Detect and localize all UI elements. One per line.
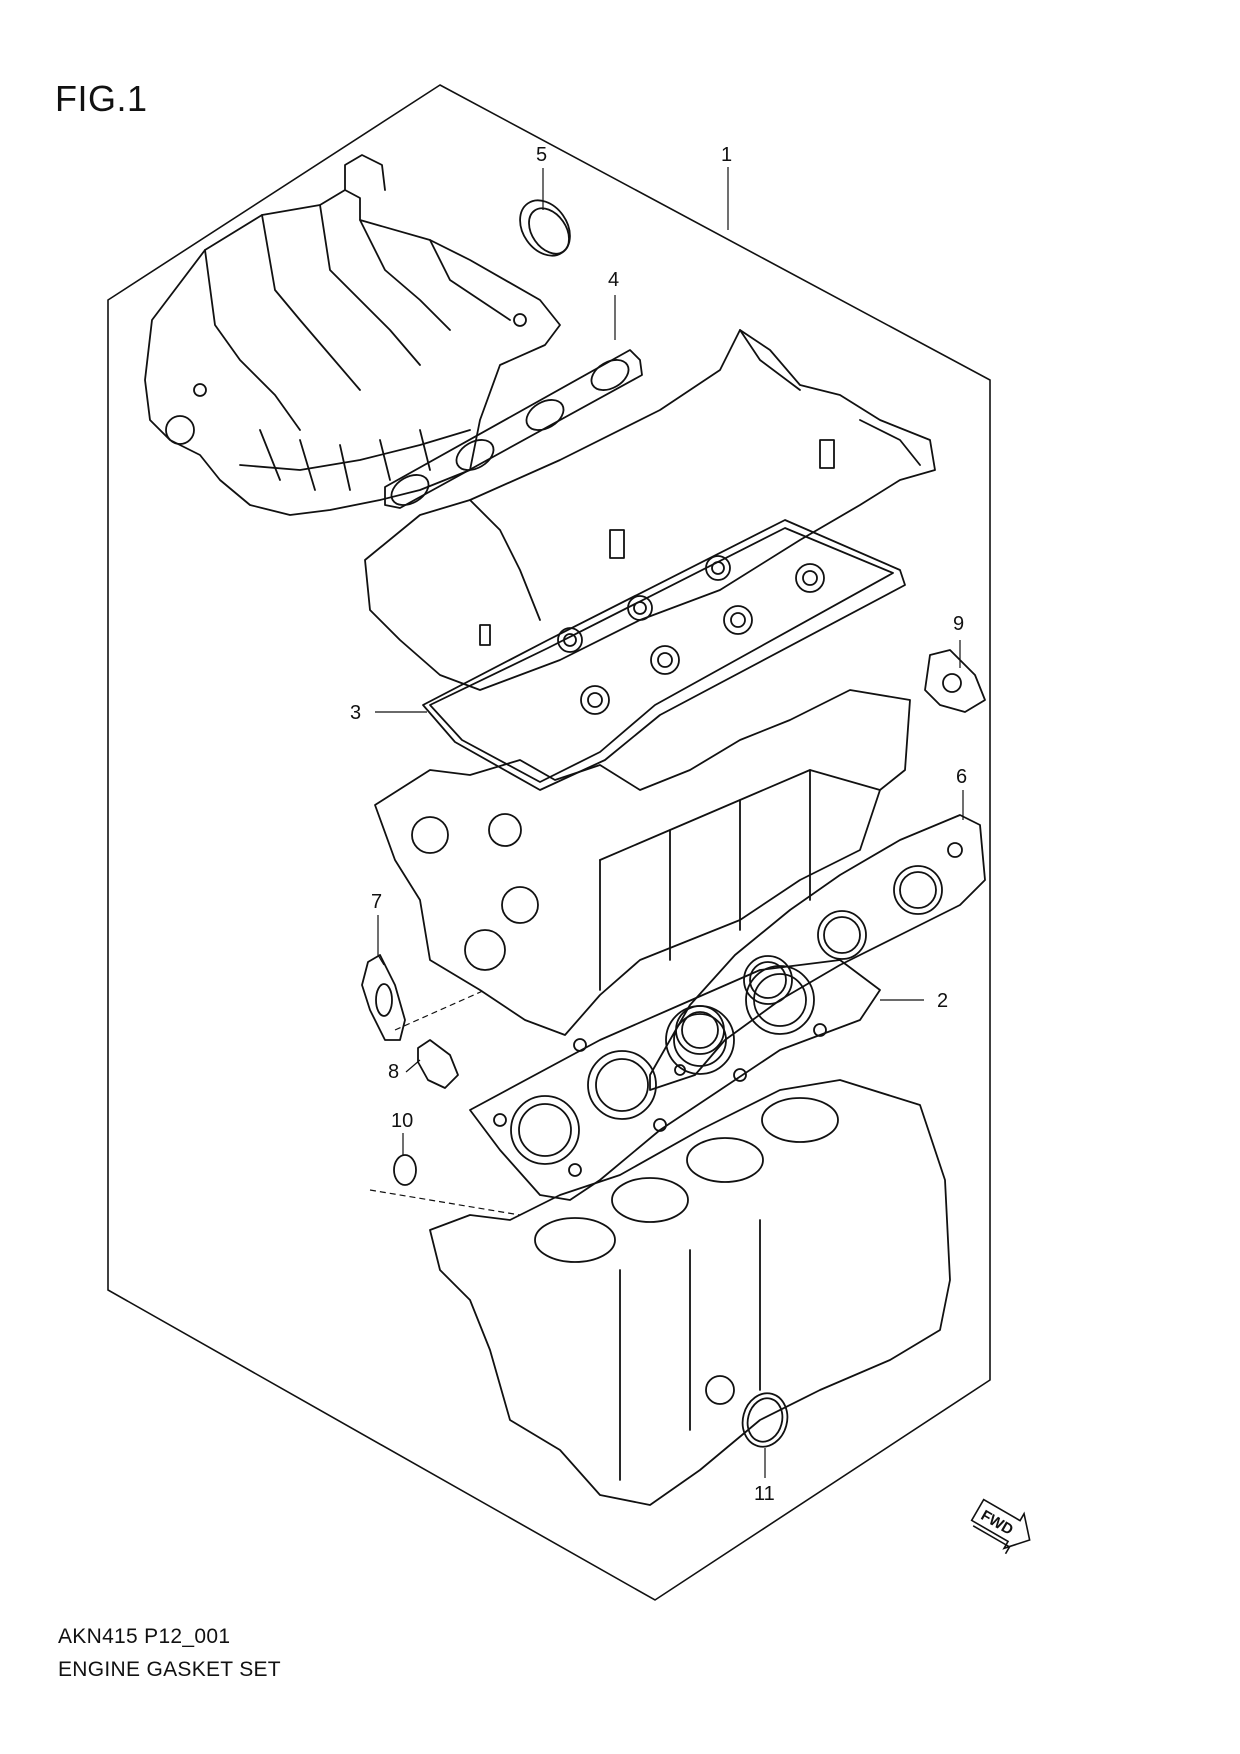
callout-6: 6 bbox=[956, 766, 967, 788]
callout-5: 5 bbox=[536, 144, 547, 166]
part-6-exhaust-gasket bbox=[649, 814, 986, 1091]
callout-2: 2 bbox=[937, 990, 948, 1012]
callout-7: 7 bbox=[371, 891, 382, 913]
diagram-caption: ENGINE GASKET SET bbox=[58, 1658, 281, 1681]
part-3-head-cover-gasket bbox=[422, 519, 906, 791]
intake-manifold-drawing bbox=[144, 154, 561, 516]
part-5-throttle-gasket-ring bbox=[519, 199, 571, 257]
callout-9: 9 bbox=[953, 613, 964, 635]
callout-1: 1 bbox=[721, 144, 732, 166]
callout-3: 3 bbox=[350, 702, 361, 724]
figure-title: FIG.1 bbox=[55, 78, 148, 119]
part-8-small-gasket bbox=[417, 1039, 459, 1089]
part-10-o-ring bbox=[393, 1154, 417, 1186]
part-7-water-outlet-gasket bbox=[361, 954, 406, 1041]
cylinder-block-drawing bbox=[429, 1079, 951, 1506]
part-11-oil-seal-ring bbox=[741, 1392, 789, 1448]
callout-4: 4 bbox=[608, 269, 619, 291]
drawing-code: AKN415 P12_001 bbox=[58, 1625, 231, 1648]
part-4-intake-gasket bbox=[384, 349, 643, 509]
gasket-set-frame bbox=[107, 84, 991, 1601]
callout-8: 8 bbox=[388, 1061, 399, 1083]
leader-lines bbox=[369, 167, 964, 1478]
callout-11: 11 bbox=[754, 1483, 775, 1505]
callout-10: 10 bbox=[391, 1110, 413, 1132]
cylinder-head-drawing bbox=[374, 689, 911, 1036]
part-2-head-gasket bbox=[469, 959, 881, 1201]
cylinder-head-cover-drawing bbox=[364, 329, 936, 691]
part-9-flange-gasket bbox=[924, 649, 986, 713]
fwd-arrow-icon: FWD bbox=[970, 1498, 1031, 1555]
